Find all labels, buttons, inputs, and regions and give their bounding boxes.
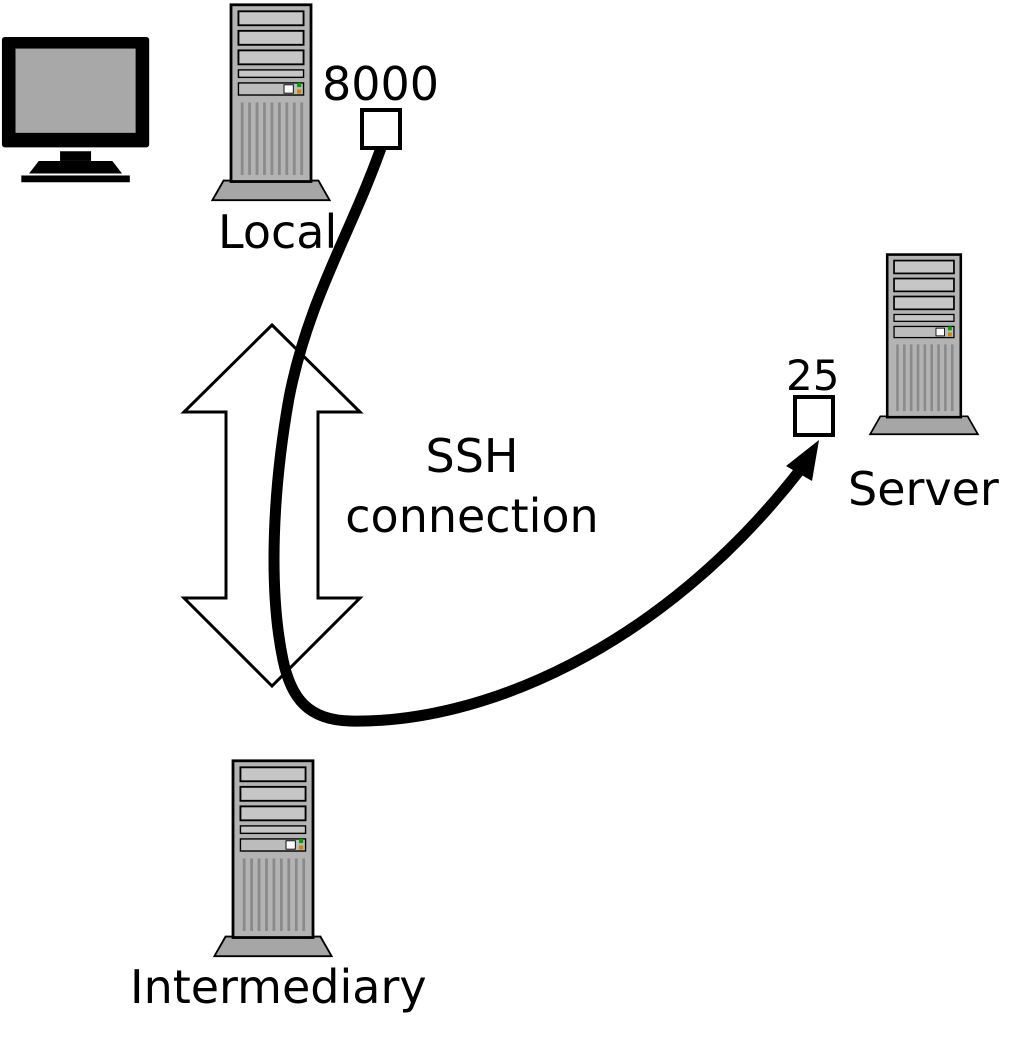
port-25-box [793, 395, 835, 437]
arrowhead-icon [786, 440, 819, 481]
local-label: Local [218, 205, 337, 259]
server-computer-icon [868, 253, 980, 436]
tunnel-cable-path [268, 142, 806, 727]
port-25-label: 25 [786, 351, 839, 400]
intermediary-computer-icon [212, 759, 334, 958]
port-8000-box [360, 108, 402, 150]
server-label: Server [848, 462, 999, 516]
monitor-icon [0, 35, 151, 184]
local-computer-icon [210, 3, 332, 202]
tunnel-cable [268, 142, 819, 727]
port-8000-label: 8000 [322, 57, 439, 111]
ssh-label-line2: connection [345, 489, 598, 543]
ssh-label-line1: SSH [426, 429, 519, 483]
intermediary-label: Intermediary [130, 960, 427, 1014]
